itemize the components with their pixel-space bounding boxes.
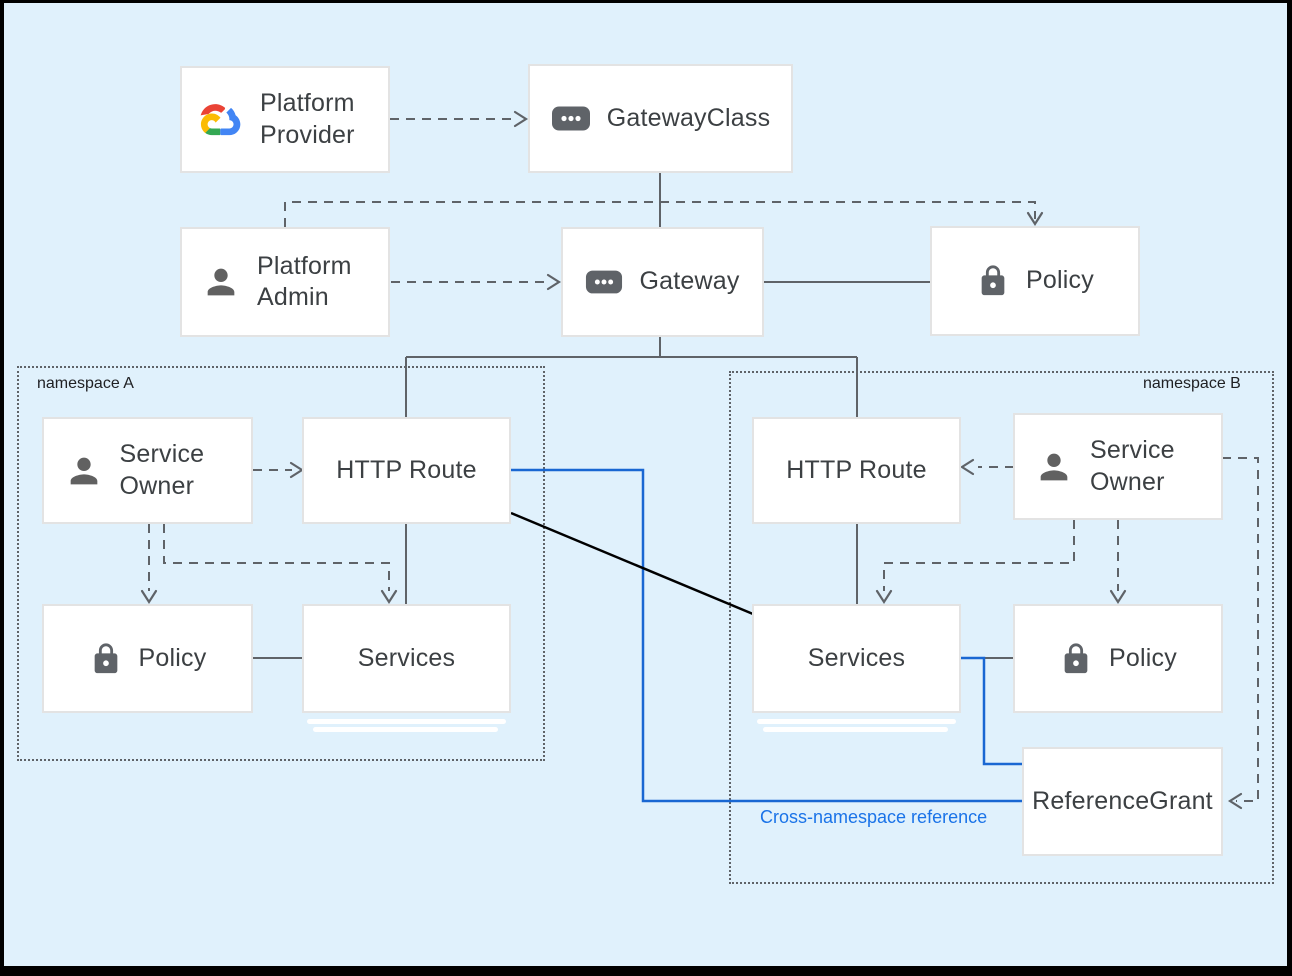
services-a-stack-line [307, 719, 506, 724]
node-label: ReferenceGrant [1032, 786, 1213, 815]
arrow-into-referencegrant [1227, 792, 1243, 810]
namespace-b-region [729, 371, 1274, 884]
node-label: HTTP Route [336, 455, 477, 484]
node-label: Policy [138, 643, 207, 672]
solid-connectors [253, 173, 1014, 659]
node-label: Services [807, 643, 906, 672]
node-http-route-b: HTTP Route [752, 417, 961, 524]
link-owner-a-services-a [163, 524, 390, 591]
arrow-into-httproute-b [959, 458, 975, 476]
diagram-canvas: namespace A namespace B Platform Provide… [4, 3, 1287, 966]
node-label: Platform Admin [257, 251, 352, 311]
node-label: Policy [1026, 266, 1094, 295]
node-policy-top: Policy [930, 226, 1140, 336]
link-httproute-a-referencegrant [511, 468, 1023, 803]
node-services-a: Services [302, 604, 511, 713]
cross-namespace-reference-label: Cross-namespace reference [760, 807, 988, 827]
node-label: Policy [1109, 643, 1177, 672]
node-label: Platform Provider [260, 89, 355, 149]
google-cloud-icon [198, 101, 244, 139]
arrow-into-gateway [546, 273, 562, 291]
arrow-into-httproute-a [289, 461, 305, 479]
node-services-b: Services [752, 604, 961, 713]
node-platform-admin: Platform Admin [180, 227, 390, 337]
node-reference-grant: ReferenceGrant [1022, 747, 1223, 856]
services-b-stack-line [757, 719, 956, 724]
node-service-owner-a: Service Owner [42, 417, 253, 524]
node-label: Services [357, 643, 456, 672]
person-icon [64, 451, 104, 491]
node-label: HTTP Route [786, 455, 927, 484]
arrow-into-gatewayclass [513, 110, 529, 128]
lock-icon [89, 639, 123, 679]
link-services-b-referencegrant [960, 656, 1023, 766]
person-icon [201, 262, 241, 302]
node-policy-a: Policy [42, 604, 253, 713]
link-gateway-routes [405, 337, 858, 419]
person-icon [1034, 447, 1074, 487]
namespace-a-region [17, 366, 545, 761]
resource-chip-icon [585, 269, 623, 295]
namespace-b-label: namespace B [1143, 375, 1241, 392]
arrow-into-services-a [380, 589, 398, 605]
services-b-stack-line [763, 727, 948, 732]
node-label: Service Owner [119, 440, 205, 500]
link-owner-b-referencegrant [1222, 457, 1259, 802]
node-service-owner-b: Service Owner [1013, 413, 1223, 520]
services-a-stack-line [313, 727, 498, 732]
node-gateway: Gateway [561, 227, 764, 337]
node-gateway-class: GatewayClass [528, 64, 793, 173]
arrow-into-policy-a [140, 589, 158, 605]
node-http-route-a: HTTP Route [302, 417, 511, 524]
link-httproute-a-services-b [510, 511, 754, 616]
arrow-into-services-b [875, 589, 893, 605]
node-label: Service Owner [1090, 436, 1175, 496]
node-policy-b: Policy [1013, 604, 1223, 713]
lock-icon [1059, 639, 1093, 679]
blue-connectors [511, 468, 1023, 803]
connectors-layer [140, 110, 1259, 810]
link-owner-b-services-b [883, 520, 1075, 591]
link-admin-policy [284, 201, 1036, 227]
node-label: Gateway [639, 267, 740, 296]
arrow-into-policy-b [1109, 589, 1127, 605]
arrow-into-policy-top [1026, 211, 1044, 227]
node-label: GatewayClass [606, 103, 771, 132]
resource-chip-icon [551, 105, 591, 132]
lock-icon [976, 261, 1010, 301]
dashed-connectors [148, 118, 1259, 802]
node-platform-provider: Platform Provider [180, 66, 390, 173]
namespace-a-label: namespace A [37, 375, 134, 392]
